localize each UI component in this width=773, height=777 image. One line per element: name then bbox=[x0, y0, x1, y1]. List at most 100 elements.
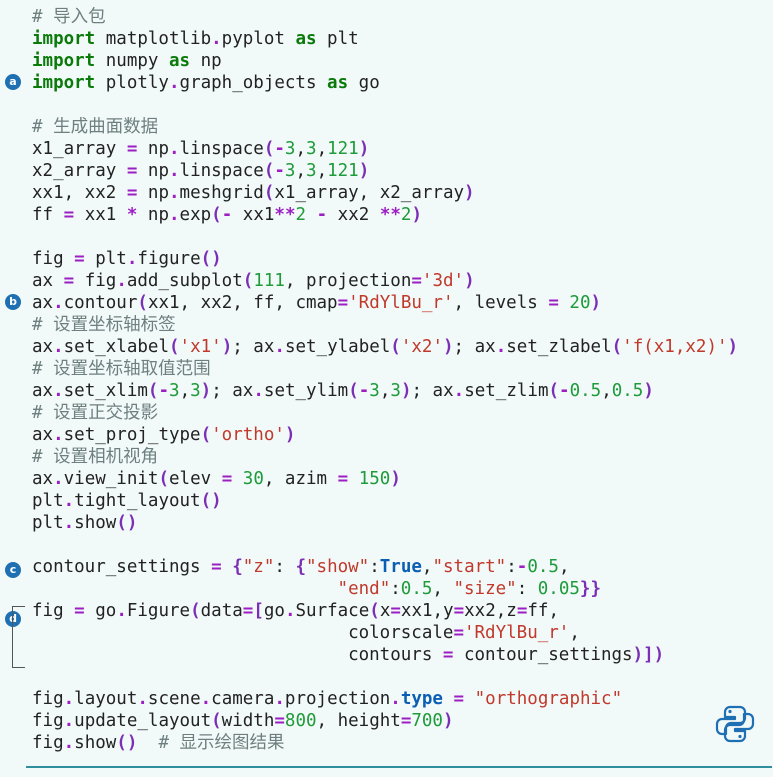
annotation-marker-b: b bbox=[5, 294, 21, 310]
bracket-token: [ bbox=[253, 601, 264, 621]
code-text-token: np bbox=[137, 139, 169, 159]
bracket-token: ) bbox=[284, 425, 296, 445]
code-line: ax.view_init(elev = 30, azim = 150) bbox=[32, 468, 738, 490]
number-token: 121 bbox=[327, 139, 359, 159]
code-text-token: ; ax bbox=[211, 381, 254, 401]
code-line: x1_array = np.linspace(-3,3,121) bbox=[32, 138, 738, 160]
bracket-token: ( bbox=[263, 139, 275, 159]
code-line: ax.set_xlabel('x1'); ax.set_ylabel('x2')… bbox=[32, 336, 738, 358]
operator-token: . bbox=[168, 139, 180, 159]
operator-token: . bbox=[116, 271, 127, 291]
code-text-token: ax bbox=[32, 337, 54, 357]
code-text-token: ff bbox=[32, 205, 64, 225]
code-text-token: : bbox=[506, 557, 517, 577]
code-line: # 设置坐标轴取值范围 bbox=[32, 358, 738, 380]
number-token: 800 bbox=[284, 711, 317, 731]
code-text-token: ff, bbox=[527, 601, 559, 621]
string-token: "z" bbox=[242, 557, 275, 577]
operator-token: . bbox=[200, 689, 212, 709]
operator-token: . bbox=[274, 337, 285, 357]
code-text-token bbox=[232, 469, 243, 489]
bracket-token: () bbox=[116, 733, 138, 753]
code-line: fig = go.Figure(data=[go.Surface(x=xx1,y… bbox=[32, 600, 738, 622]
keyword-token: import bbox=[32, 73, 96, 93]
annotation-bracket bbox=[12, 606, 25, 668]
code-text-token: , bbox=[601, 381, 612, 401]
code-line: # 设置坐标轴标签 bbox=[32, 314, 738, 336]
comment-token: # 生成曲面数据 bbox=[32, 117, 159, 137]
bracket-token: ( bbox=[200, 425, 212, 445]
operator-token: . bbox=[53, 425, 64, 445]
code-line: # 设置相机视角 bbox=[32, 446, 738, 468]
code-text-token: fig bbox=[32, 733, 64, 753]
operator-token: . bbox=[168, 183, 180, 203]
number-token: 3 bbox=[369, 381, 380, 401]
code-line: contour_settings = {"z": {"show":True,"s… bbox=[32, 556, 738, 578]
bracket-token: () bbox=[116, 513, 138, 533]
code-line: "end":0.5, "size": 0.05}} bbox=[32, 578, 738, 600]
code-line: fig = plt.figure() bbox=[32, 248, 738, 270]
bracket-token: ( bbox=[211, 205, 222, 225]
code-line: xx1, xx2 = np.meshgrid(x1_array, x2_arra… bbox=[32, 182, 738, 204]
code-text-token: ax bbox=[32, 271, 64, 291]
code-text-token: set_ylabel bbox=[284, 337, 391, 357]
bracket-token: ) bbox=[464, 271, 475, 291]
operator-token: = bbox=[211, 557, 222, 577]
bracket-token: { bbox=[232, 557, 243, 577]
code-text-token: np bbox=[190, 51, 222, 71]
keyword-token: import bbox=[32, 29, 96, 49]
code-text-token: plt bbox=[84, 249, 127, 269]
code-text-token: : bbox=[274, 557, 296, 577]
code-text-token: , azim bbox=[263, 469, 338, 489]
code-text-token: meshgrid bbox=[179, 183, 264, 203]
operator-token: - bbox=[559, 381, 570, 401]
code-text-token: fig bbox=[32, 601, 75, 621]
code-text-token: , bbox=[316, 139, 328, 159]
annotation-marker-c: c bbox=[5, 562, 21, 578]
operator-token: . bbox=[169, 205, 180, 225]
code-line: import matplotlib.pyplot as plt bbox=[32, 28, 738, 50]
keyword-token: as bbox=[327, 73, 349, 93]
code-text-token: np bbox=[137, 205, 169, 225]
number-token: 121 bbox=[327, 161, 359, 181]
operator-token: - bbox=[516, 557, 528, 577]
code-line: ax = fig.add_subplot(111, projection='3d… bbox=[32, 270, 738, 292]
string-token: 'x1' bbox=[179, 337, 222, 357]
operator-token: = bbox=[274, 711, 285, 731]
code-text-token: Figure bbox=[126, 601, 191, 621]
keyword-token: import bbox=[32, 51, 96, 71]
bracket-token: ) bbox=[643, 381, 654, 401]
code-text-token: exp bbox=[179, 205, 212, 225]
bracket-token: () bbox=[200, 491, 222, 511]
code-text-token: scene bbox=[147, 689, 201, 709]
number-token: 0.5 bbox=[569, 381, 602, 401]
operator-token: . bbox=[168, 73, 180, 93]
code-text-token: , bbox=[432, 579, 454, 599]
bracket-token: ) bbox=[358, 139, 370, 159]
code-line: colorscale='RdYlBu_r', bbox=[32, 622, 738, 644]
code-text-token bbox=[222, 557, 233, 577]
code-text-token: set_xlabel bbox=[63, 337, 169, 357]
code-line: contours = contour_settings)]) bbox=[32, 644, 738, 666]
comment-token: # 设置坐标轴标签 bbox=[32, 315, 176, 335]
code-line: import plotly.graph_objects as go bbox=[32, 72, 738, 94]
code-text-token: ax bbox=[32, 425, 54, 445]
comment-token: # 显示绘图结果 bbox=[158, 733, 285, 753]
panel-bottom-border bbox=[26, 766, 772, 768]
code-text-token: , height bbox=[316, 711, 401, 731]
operator-token: = bbox=[453, 689, 465, 709]
bracket-token: ( bbox=[211, 711, 222, 731]
operator-token: = bbox=[126, 139, 138, 159]
string-token: 'f(x1,x2)' bbox=[622, 337, 728, 357]
operator-token: = bbox=[390, 601, 401, 621]
bracket-token: )]) bbox=[632, 645, 665, 665]
code-text-token: go bbox=[348, 73, 380, 93]
operator-token: = bbox=[126, 161, 138, 181]
number-token: 2 bbox=[295, 205, 307, 225]
operator-token: ** bbox=[379, 205, 401, 225]
code-text-token: ; ax bbox=[232, 337, 275, 357]
code-text-token: contour_settings bbox=[453, 645, 633, 665]
code-text-token bbox=[559, 293, 570, 313]
code-line: ax.set_xlim(-3,3); ax.set_ylim(-3,3); ax… bbox=[32, 380, 738, 402]
code-text-token: fig bbox=[32, 689, 64, 709]
